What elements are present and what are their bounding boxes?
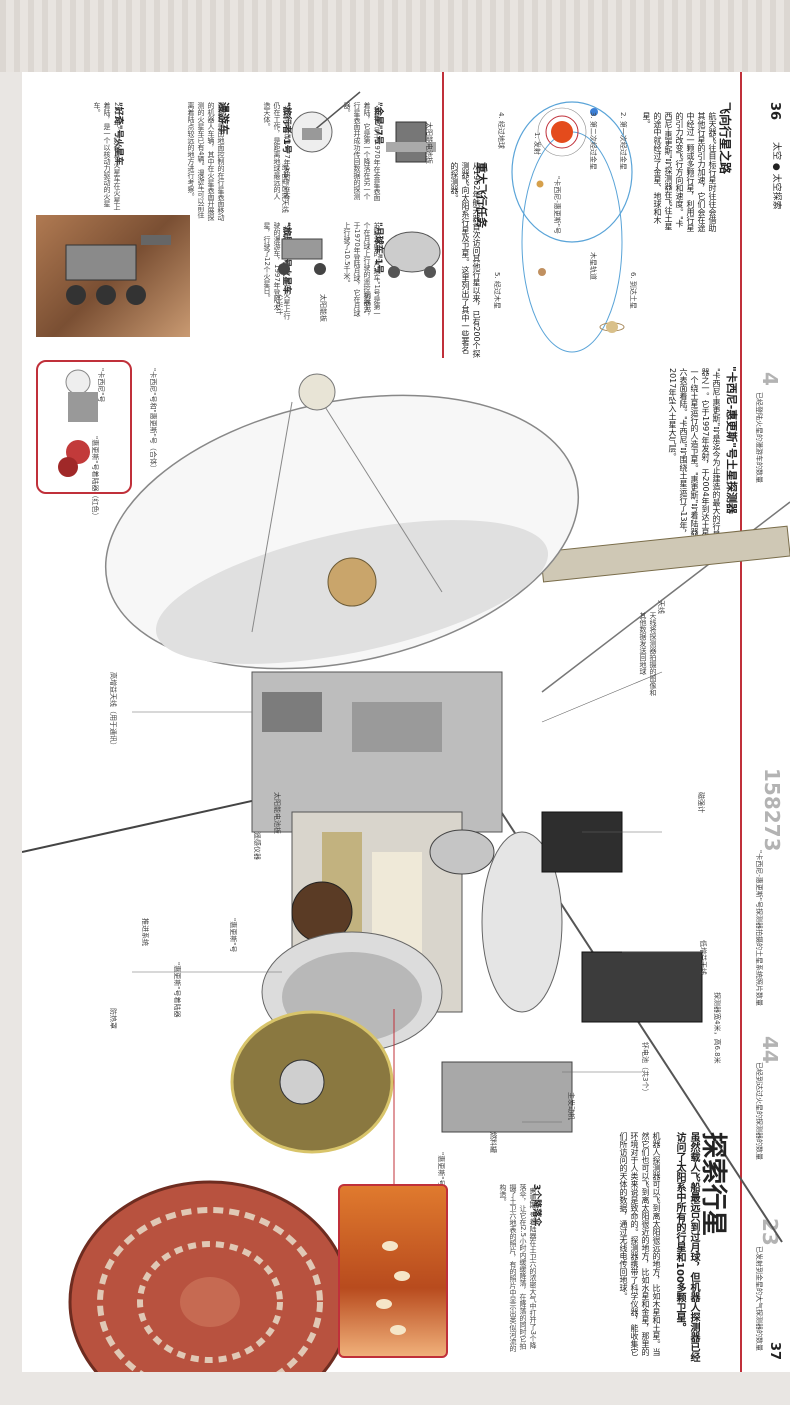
venera-drawing: [386, 121, 436, 163]
callout-remote-sensing: 遥感仪器: [253, 832, 261, 860]
callout-fuel: 燃料罐: [489, 1132, 497, 1153]
orbit-body: 航天器飞往目标行星时往往会借助其他行星的引力加速，它们会在途中经过一颗或多颗行星…: [642, 112, 717, 232]
parachute-photo: [338, 1184, 448, 1358]
explore-subtitle: 虽然载人飞船最远只到过月球，但机器人探测器已经访问了太阳系中所有的行星和100多…: [674, 1132, 699, 1362]
callout-dimensions: 探测器宽4米，高6.8米: [713, 992, 721, 1064]
orbit-diagram: [511, 101, 633, 353]
callout-main-engine: 主发动机: [567, 1092, 575, 1120]
callout-battery: 钚电池（共3个）: [641, 1042, 649, 1096]
right-column-rule: [740, 72, 742, 1372]
callout-huygens: "惠更斯"号: [229, 918, 237, 953]
curiosity-photo: [36, 215, 190, 337]
explore-title: 探索行星: [698, 1132, 728, 1237]
callout-huygens-lander: "惠更斯"号着陆器: [173, 962, 181, 1018]
lunokhod-drawing: [383, 231, 441, 278]
callout-heat-shield: 防热罩: [109, 1008, 117, 1029]
callout-antenna-note: 天线将探测器拍摄的图像和其他数据发送回地球: [639, 612, 657, 696]
missions-body: 从1962年航天器首次访问其他行星以来，已有200个探测器飞向太阳系行星及卫星。…: [450, 162, 481, 358]
sojourner-drawing: [278, 238, 326, 275]
cassini-spacecraft: [22, 373, 790, 1372]
mission-2-text: 苏联发射的"月球车"1号是第一个在月球上行驶的遥控机器人，于1970年登陆月球，…: [343, 222, 381, 320]
landing-text: "惠更斯"号着陆器在土卫六的浓密大气中打开了3个降落伞，让它在2.5小时内缓缓降…: [499, 1184, 537, 1352]
inset-box: [36, 360, 132, 494]
callout-solar: 太阳能电池板: [273, 792, 281, 834]
mission-3-text: "旅行者"1号1977年发射，至今仍在工作，是距离地球最远的人造天体。: [263, 102, 291, 201]
callout-magnetometer: 磁强计: [697, 792, 705, 813]
book-spread: 36 太空 ● 太空探索 37 4 已经登陆火星的漫游车的数量 158273 "…: [22, 72, 790, 1372]
mission-1-text: "金星"7号于1970年在金星表面着陆，它是第一个降落在另一个行星表面并成功传回…: [343, 102, 381, 201]
top-band: [0, 0, 790, 72]
cassini-body: "卡西尼-惠更斯"号是迄今为止建造的最大的行星际探测器之一。它于1997年发射，…: [668, 368, 721, 563]
curiosity-text: 2012年，"好奇"号火星车在火星上着陆，是一个以核动力驱动的火星车。: [93, 102, 121, 211]
callout-propulsion: 推进系统: [141, 918, 149, 946]
rover-body: 漫游车是由地面控制的在行星表面移动的机器人车辆，其中在火星表面开展探测的火星车已…: [187, 102, 225, 221]
explore-body: 机器人探测器可以飞到离太阳很远的地方，比如木星和土星。当然它们也可以飞到离太阳很…: [619, 1132, 661, 1356]
callout-high-gain-antenna: 高增益天线（用于通讯）: [109, 672, 117, 749]
top-section-rule: [442, 72, 444, 358]
voyager-drawing: [291, 91, 361, 153]
callout-low-gain: 低增益天线: [699, 940, 707, 975]
